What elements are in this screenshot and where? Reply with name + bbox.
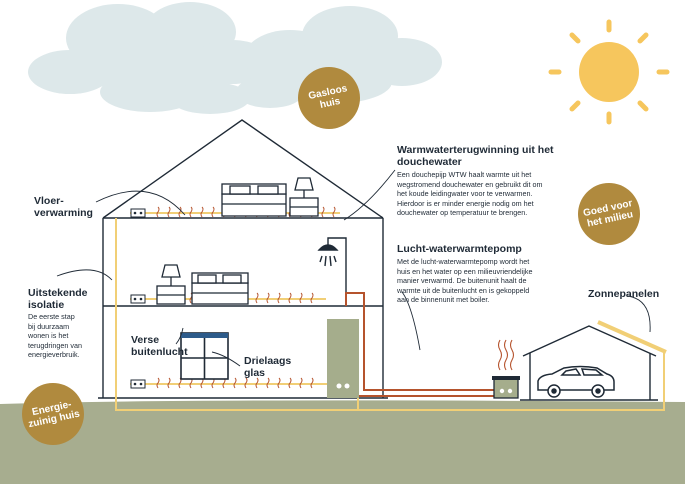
- heat-wave-mark: [211, 206, 215, 218]
- car-icon: [537, 365, 615, 398]
- cloud-middle: [100, 72, 250, 114]
- label-isolatie: Uitstekende isolatie De eerste stap bij …: [28, 287, 114, 360]
- sun-icon: [548, 19, 670, 125]
- heat-wave-mark: [244, 377, 248, 389]
- shower-icon: [317, 237, 347, 306]
- garage: [520, 325, 658, 401]
- heat-wave-mark: [332, 206, 336, 218]
- isolatie-description: De eerste stap bij duurzaam wonen is het…: [28, 312, 82, 360]
- heat-wave-mark: [167, 206, 171, 218]
- heat-wave-mark: [277, 377, 281, 389]
- clouds: [28, 2, 442, 114]
- heat-wave-mark: [266, 292, 270, 304]
- heat-wave-mark: [189, 206, 193, 218]
- outdoor-heat-pump-unit: [492, 339, 520, 399]
- hot-water-pipes: [345, 292, 498, 397]
- heat-wave-mark: [277, 292, 281, 304]
- heat-wave-mark: [288, 377, 292, 389]
- ground: [0, 400, 685, 484]
- bed-icon-middle: [191, 272, 249, 305]
- heat-wave-mark: [255, 292, 259, 304]
- heat-wave-mark: [156, 377, 160, 389]
- heat-wave-mark: [299, 292, 303, 304]
- label-vloerverwarming: Vloer- verwarming: [34, 195, 93, 219]
- heat-wave-mark: [233, 377, 237, 389]
- heat-wave-mark: [200, 206, 204, 218]
- bed-icon-upper: [221, 183, 287, 217]
- heat-wave-mark: [156, 206, 160, 218]
- heat-wave-mark: [255, 377, 259, 389]
- solar-panels: [597, 320, 667, 354]
- wtw-description: Een douchepijp WTW haalt warmte uit het …: [397, 170, 543, 218]
- wall-sockets: [130, 208, 146, 389]
- nightstand-lamp-icon-middle: [156, 264, 186, 305]
- heat-wave-mark: [299, 377, 303, 389]
- label-verse-buitenlucht: Verse buitenlucht: [131, 334, 188, 358]
- label-drielaags-glas: Drielaags glas: [244, 355, 292, 379]
- heat-wave-mark: [310, 292, 314, 304]
- heat-wave-mark: [266, 377, 270, 389]
- label-wtw: Warmwaterterugwinning uit het douchewate…: [397, 144, 577, 218]
- warmtepomp-description: Met de lucht-waterwarmtepomp wordt het h…: [397, 257, 533, 305]
- heat-wave-mark: [167, 377, 171, 389]
- label-warmtepomp: Lucht-waterwarmtepomp Met de lucht-water…: [397, 243, 577, 305]
- heat-wave-mark: [321, 206, 325, 218]
- heat-wave-mark: [178, 206, 182, 218]
- heat-wave-mark: [288, 292, 292, 304]
- leader-lines: [56, 169, 651, 367]
- label-zonnepanelen: Zonnepanelen: [588, 288, 660, 300]
- triple-glazed-window: [180, 332, 229, 380]
- heat-wave-mark: [310, 377, 314, 389]
- indoor-boiler: [327, 319, 359, 398]
- nightstand-lamp-icon-upper: [289, 177, 319, 217]
